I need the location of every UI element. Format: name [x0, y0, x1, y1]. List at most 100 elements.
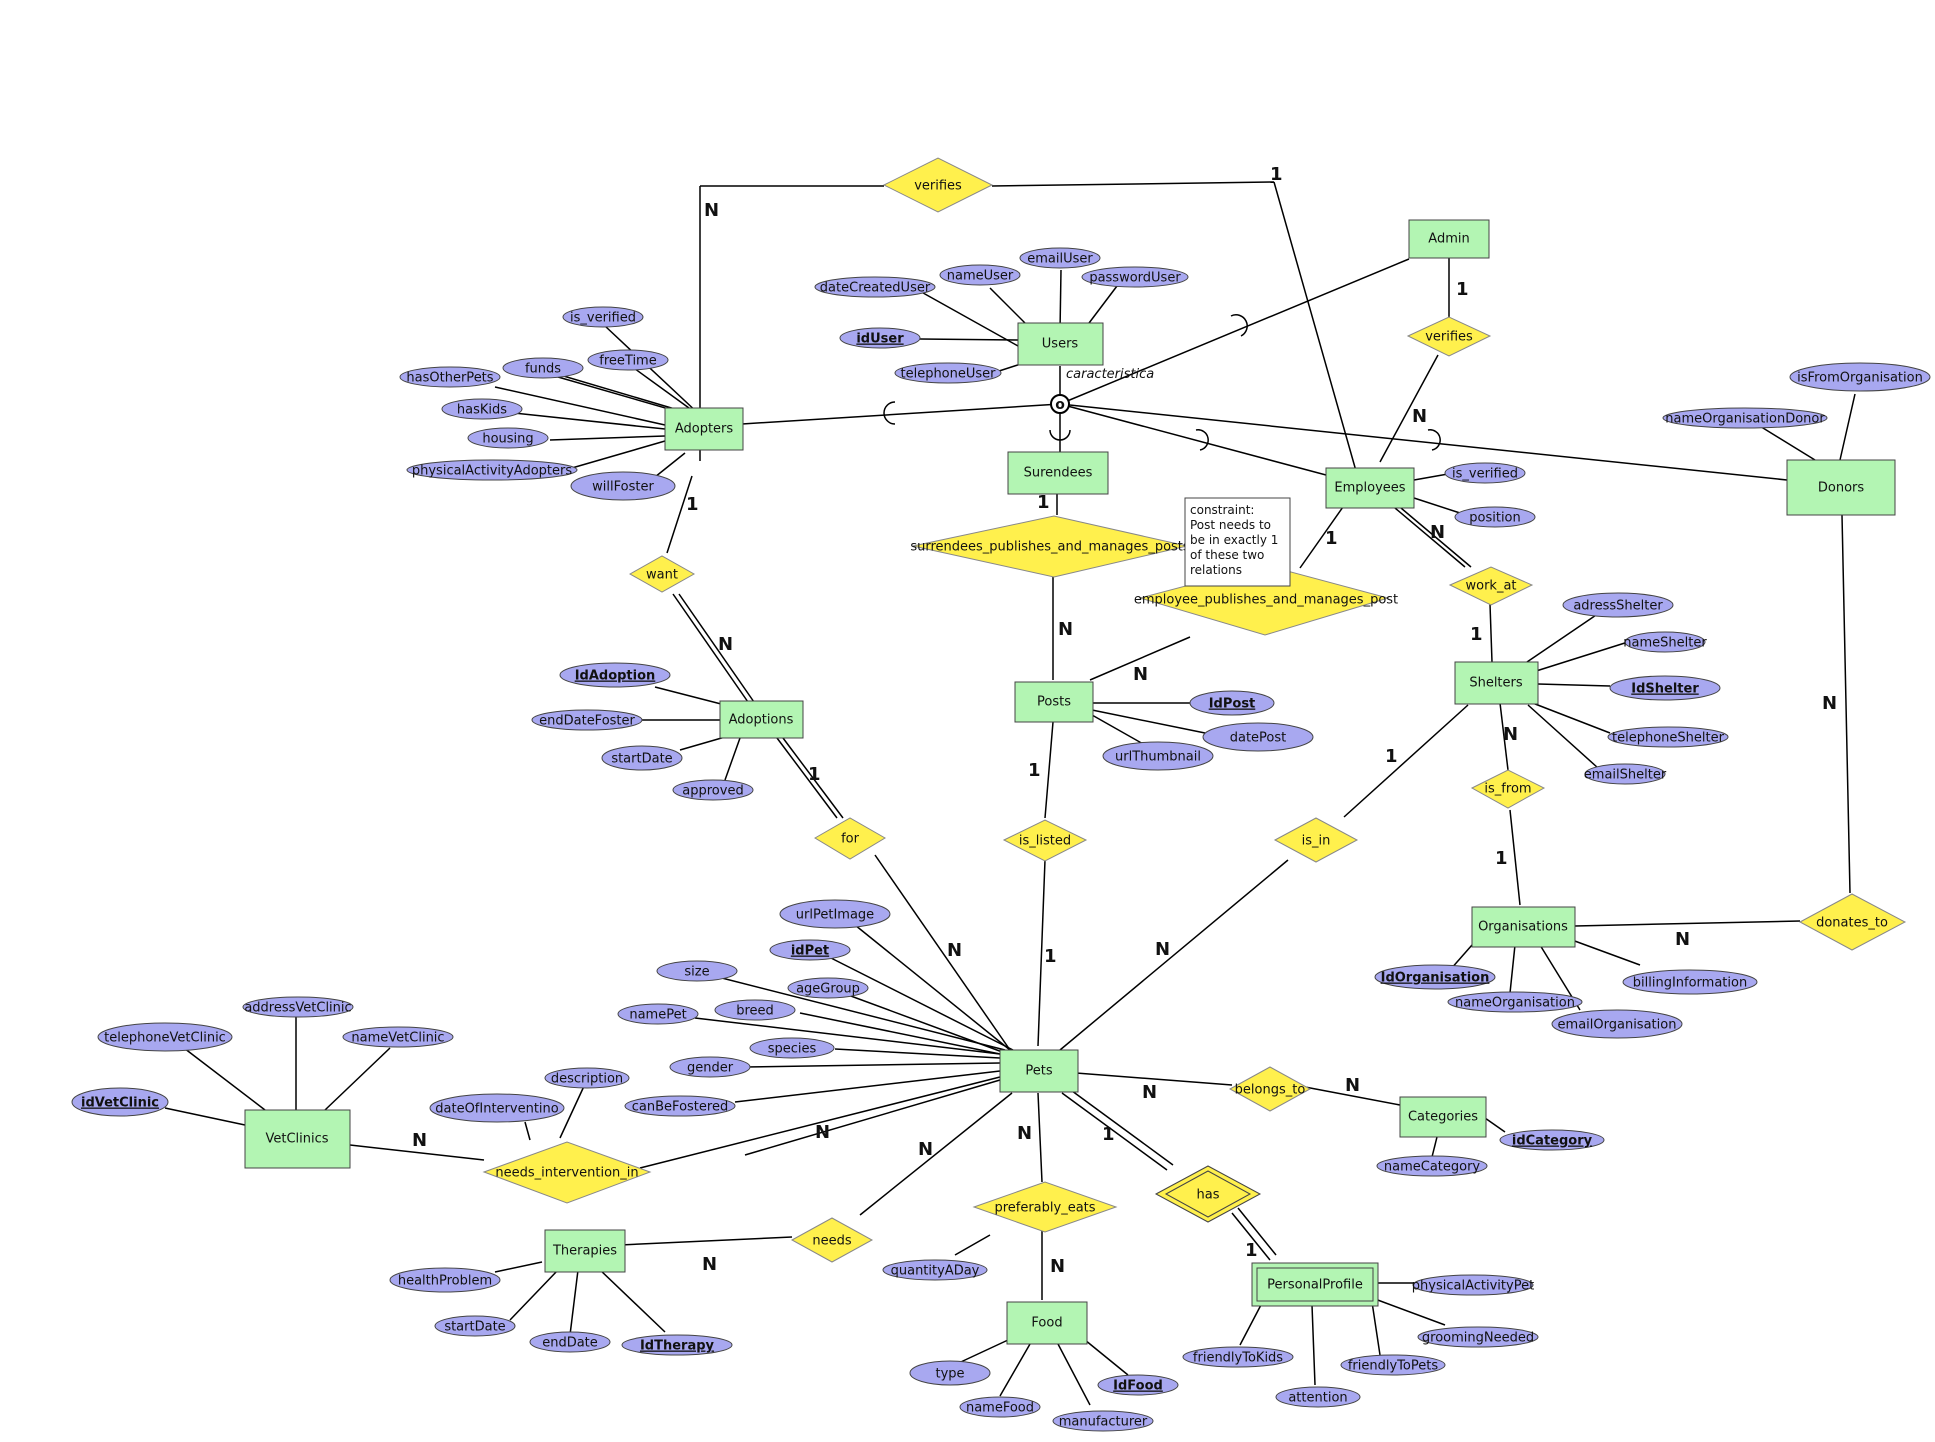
attr-friendlyToPets[interactable]: friendlyToPets	[1340, 1354, 1446, 1376]
attr-physicalActivityAdopters[interactable]: physicalActivityAdopters	[406, 459, 578, 481]
relationship-work-at[interactable]: work_at	[1448, 566, 1534, 606]
entity-label: Adopters	[675, 422, 734, 437]
attr-gender[interactable]: gender	[669, 1056, 751, 1078]
attr-idCategory-key[interactable]: idCategory	[1499, 1129, 1605, 1151]
attr-attention[interactable]: attention	[1275, 1386, 1361, 1408]
attr-endDate[interactable]: endDate	[529, 1331, 611, 1353]
attr-IdFood-key[interactable]: IdFood	[1097, 1374, 1179, 1396]
svg-text:nameOrganisation: nameOrganisation	[1455, 996, 1575, 1011]
entity-donors[interactable]: Donors	[1786, 459, 1896, 516]
attr-nameOrganisation[interactable]: nameOrganisation	[1447, 991, 1583, 1013]
attr-passwordUser[interactable]: passwordUser	[1081, 266, 1189, 288]
entity-adoptions[interactable]: Adoptions	[719, 700, 804, 739]
attr-size[interactable]: size	[656, 960, 738, 982]
attr-healthProblem[interactable]: healthProblem	[389, 1267, 501, 1293]
attr-type[interactable]: type	[909, 1360, 991, 1386]
relationship-donates-to[interactable]: donates_to	[1798, 893, 1907, 951]
attr-position[interactable]: position	[1454, 506, 1536, 528]
entity-posts[interactable]: Posts	[1014, 681, 1094, 723]
entity-organisations[interactable]: Organisations	[1471, 906, 1576, 948]
attr-isFromOrganisation[interactable]: isFromOrganisation	[1789, 362, 1931, 392]
attr-nameUser[interactable]: nameUser	[939, 264, 1021, 286]
attr-emailUser[interactable]: emailUser	[1019, 247, 1101, 269]
attr-IdShelter-key[interactable]: IdShelter	[1609, 675, 1721, 701]
entity-adopters[interactable]: Adopters	[664, 407, 744, 451]
relationship-is-in[interactable]: is_in	[1273, 817, 1359, 863]
attr-description[interactable]: description	[544, 1067, 630, 1089]
entity-pets[interactable]: Pets	[999, 1049, 1079, 1093]
entity-food[interactable]: Food	[1006, 1301, 1088, 1345]
relationship-needs[interactable]: needs	[790, 1217, 874, 1263]
relationship-has[interactable]: has	[1154, 1165, 1262, 1223]
attr-groomingNeeded[interactable]: groomingNeeded	[1417, 1326, 1539, 1348]
relationship-verifies-admin[interactable]: verifies	[1406, 316, 1492, 357]
attr-housing[interactable]: housing	[467, 427, 549, 449]
entity-therapies[interactable]: Therapies	[544, 1229, 626, 1273]
attr-IdPost-key[interactable]: IdPost	[1189, 690, 1275, 716]
attr-idPet-key[interactable]: idPet	[769, 939, 851, 961]
attr-IdAdoption-key[interactable]: IdAdoption	[559, 662, 671, 688]
relationship-belongs-to[interactable]: belongs_to	[1228, 1066, 1312, 1112]
relationship-verifies-top[interactable]: verifies	[882, 157, 994, 213]
attr-datePost[interactable]: datePost	[1202, 722, 1314, 752]
attr-idVetClinic-key[interactable]: idVetClinic	[71, 1087, 169, 1117]
entity-surendees[interactable]: Surendees	[1007, 451, 1109, 495]
relationship-preferably-eats[interactable]: preferably_eats	[972, 1181, 1118, 1233]
relationship-surrendees-publishes[interactable]: surrendees_publishes_and_manages_posts	[910, 515, 1190, 578]
attr-is-verified-adopters[interactable]: is_verified	[562, 306, 644, 328]
attr-urlPetImage[interactable]: urlPetImage	[779, 899, 891, 929]
entity-vetclinics[interactable]: VetClinics	[244, 1109, 351, 1169]
attr-IdTherapy-key[interactable]: IdTherapy	[621, 1334, 733, 1356]
attr-dateOfInterventino[interactable]: dateOfInterventino	[429, 1093, 565, 1123]
attr-endDateFoster[interactable]: endDateFoster	[531, 709, 643, 731]
attr-telephoneShelter[interactable]: telephoneShelter	[1607, 726, 1729, 748]
attr-nameShelter[interactable]: nameShelter	[1623, 631, 1707, 653]
attr-IdOrganisation-key[interactable]: IdOrganisation	[1374, 964, 1496, 990]
attr-startDate-therapies[interactable]: startDate	[434, 1315, 516, 1337]
attr-ageGroup[interactable]: ageGroup	[787, 977, 869, 999]
attr-billingInformation[interactable]: billingInformation	[1622, 969, 1758, 995]
attr-breed[interactable]: breed	[714, 999, 796, 1021]
svg-text:adressShelter: adressShelter	[1573, 599, 1663, 614]
attr-funds[interactable]: funds	[502, 357, 584, 379]
relationship-is-from[interactable]: is_from	[1470, 769, 1546, 809]
relationship-needs-intervention-in[interactable]: needs_intervention_in	[482, 1141, 652, 1204]
relationship-want[interactable]: want	[628, 555, 696, 593]
attr-approved[interactable]: approved	[672, 779, 754, 801]
attr-telephoneVetClinic[interactable]: telephoneVetClinic	[97, 1022, 233, 1052]
entity-categories[interactable]: Categories	[1399, 1096, 1487, 1138]
relationship-for[interactable]: for	[814, 817, 886, 860]
attr-physicalActivityPet[interactable]: physicalActivityPet	[1412, 1274, 1534, 1296]
attr-canBeFostered[interactable]: canBeFostered	[624, 1095, 736, 1117]
attr-hasKids[interactable]: hasKids	[441, 398, 523, 420]
attr-hasOtherPets[interactable]: hasOtherPets	[399, 366, 501, 388]
entity-users[interactable]: Users	[1017, 322, 1104, 366]
entity-admin[interactable]: Admin	[1408, 219, 1490, 259]
relationship-label: belongs_to	[1235, 1083, 1306, 1098]
attr-dateCreatedUser[interactable]: dateCreatedUser	[814, 276, 936, 298]
attr-nameCategory[interactable]: nameCategory	[1376, 1155, 1488, 1177]
attr-emailOrganisation[interactable]: emailOrganisation	[1551, 1009, 1683, 1039]
attr-willFoster[interactable]: willFoster	[570, 471, 676, 501]
attr-quantityADay[interactable]: quantityADay	[882, 1259, 988, 1281]
attr-telephoneUser[interactable]: telephoneUser	[894, 362, 1002, 384]
attr-nameOrganisationDonor[interactable]: nameOrganisationDonor	[1662, 407, 1828, 429]
entity-employees[interactable]: Employees	[1325, 467, 1415, 509]
attr-is-verified-employees[interactable]: is_verified	[1444, 462, 1526, 484]
attr-species[interactable]: species	[749, 1037, 835, 1059]
attr-adressShelter[interactable]: adressShelter	[1562, 592, 1674, 618]
attr-freeTime[interactable]: freeTime	[587, 349, 669, 371]
attr-urlThumbnail[interactable]: urlThumbnail	[1102, 741, 1214, 771]
attr-namePet[interactable]: namePet	[617, 1003, 699, 1025]
attr-friendlyToKids[interactable]: friendlyToKids	[1182, 1346, 1294, 1368]
attr-addressVetClinic[interactable]: addressVetClinic	[242, 996, 354, 1018]
attr-emailShelter[interactable]: emailShelter	[1584, 763, 1667, 785]
attr-nameFood[interactable]: nameFood	[959, 1396, 1041, 1418]
attr-idUser-key[interactable]: idUser	[839, 327, 921, 349]
attr-nameVetClinic[interactable]: nameVetClinic	[342, 1026, 454, 1048]
attr-manufacturer[interactable]: manufacturer	[1052, 1410, 1154, 1432]
entity-personalprofile[interactable]: PersonalProfile	[1251, 1262, 1379, 1307]
relationship-is-listed[interactable]: is_listed	[1002, 819, 1088, 862]
attr-startDate-adoptions[interactable]: startDate	[601, 745, 683, 771]
entity-shelters[interactable]: Shelters	[1454, 661, 1539, 705]
